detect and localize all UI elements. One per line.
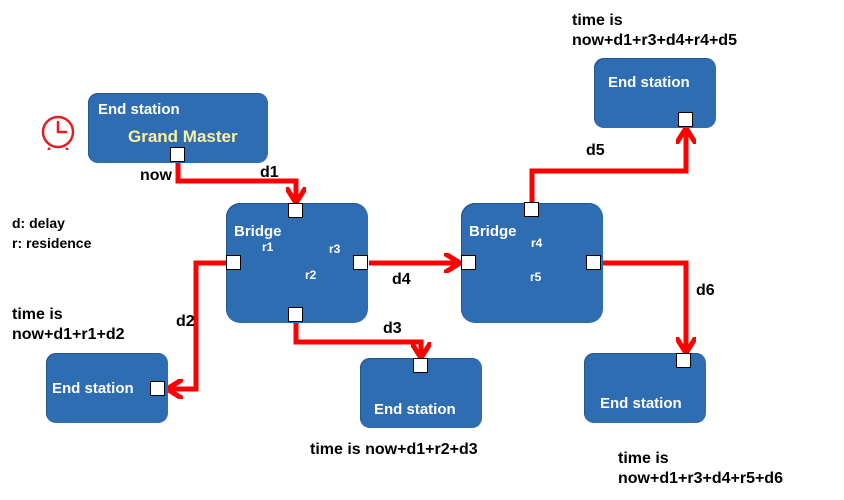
d3-link (293, 322, 421, 353)
end-station-bottom-right-port (676, 353, 691, 368)
end-station-left-time-1: time is (12, 306, 63, 323)
r3-label: r3 (329, 242, 341, 256)
d1-label: d1 (260, 164, 279, 181)
bridge-2: Bridge (461, 203, 603, 323)
clock-icon (41, 115, 75, 150)
d6-link (602, 260, 686, 348)
end-station-top-right-time-2: now+d1+r3+d4+r4+d5 (572, 32, 737, 49)
r4-label: r4 (531, 236, 543, 250)
end-station-bottom-right-title: End station (600, 395, 682, 412)
bridge-1: Bridge (226, 203, 368, 323)
end-station-bottom-port (413, 358, 428, 373)
end-station-left-time-2: now+d1+r1+d2 (12, 326, 125, 343)
legend-delay: d: delay (12, 215, 65, 231)
bridge-1-port-top (288, 203, 303, 218)
d3-label: d3 (383, 320, 402, 337)
end-station-bottom-right-time-1: time is (618, 450, 669, 467)
d1-link (175, 163, 296, 198)
r2-label: r2 (305, 268, 317, 282)
bridge-2-port-top (524, 202, 539, 217)
d2-link (172, 260, 226, 389)
d5-label: d5 (586, 142, 605, 159)
grand-master-port (170, 147, 185, 162)
bridge-2-title: Bridge (469, 223, 517, 240)
grand-master-subtitle: Grand Master (128, 127, 238, 146)
bridge-2-port-left (461, 255, 476, 270)
bridge-1-port-left (226, 255, 241, 270)
end-station-top-right-port (678, 112, 693, 127)
end-station-left: End station (46, 353, 168, 423)
end-station-top-right-time-1: time is (572, 12, 623, 29)
bridge-1-title: Bridge (234, 223, 282, 240)
end-station-left-title: End station (52, 380, 134, 397)
d4-label: d4 (392, 271, 411, 288)
end-station-bottom-right-time-2: now+d1+r3+d4+r5+d6 (618, 470, 783, 487)
d5-link (529, 133, 686, 202)
now-label: now (140, 167, 172, 184)
end-station-left-port (150, 381, 165, 396)
grand-master-title: End station (98, 101, 180, 118)
legend-residence: r: residence (12, 235, 92, 251)
bridge-1-port-bottom (288, 307, 303, 322)
bridge-2-port-right (586, 255, 601, 270)
end-station-bottom-title: End station (374, 401, 456, 418)
d6-label: d6 (696, 282, 715, 299)
r1-label: r1 (262, 240, 274, 254)
d2-label: d2 (176, 313, 195, 330)
r5-label: r5 (530, 270, 542, 284)
end-station-top-right-title: End station (608, 74, 690, 91)
bridge-1-port-right (353, 255, 368, 270)
end-station-top-right: End station (594, 58, 716, 128)
end-station-bottom-time: time is now+d1+r2+d3 (310, 441, 478, 458)
